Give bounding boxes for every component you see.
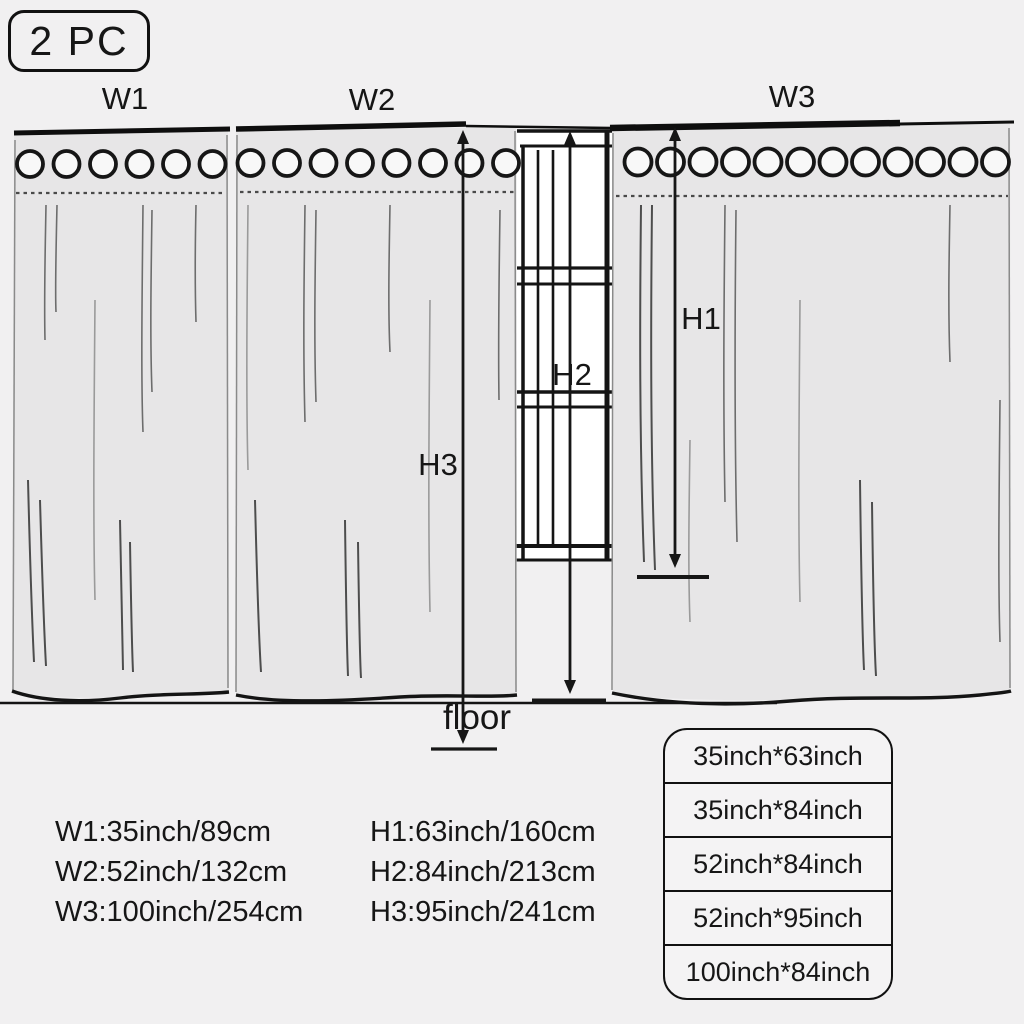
fold-lines [246,204,501,679]
fold-lines [27,204,197,673]
size-table-row: 35inch*84inch [665,782,891,836]
spec-w1: W1:35inch/89cm [55,816,271,848]
spec-w3: W3:100inch/254cm [55,896,304,928]
bottom-hem [235,693,518,703]
size-table-row: 35inch*63inch [693,740,863,771]
arrow-h2 [532,131,606,704]
height-label-h3: H3 [418,447,458,482]
height-specs: H1:63inch/160cm H2:84inch/213cm H3:95inc… [370,812,596,932]
size-table-row: 100inch*84inch [665,944,891,998]
floor-label: floor [442,698,512,737]
grommets [622,146,1011,178]
curtain-rod-bar [13,119,1015,136]
height-label-h1: H1 [681,301,721,336]
curtain-panel-w1 [11,131,230,703]
spec-h2: H2:84inch/213cm [370,856,596,888]
panel-label-w1: W1 [101,81,149,116]
curtain-panel-w3 [611,124,1012,706]
size-table: 35inch*63inch 35inch*84inch 52inch*84inc… [663,728,893,1000]
arrow-h3 [431,130,497,751]
bottom-hem [11,689,230,703]
window-frame [514,129,614,562]
fold-lines [639,204,1001,677]
spec-h1: H1:63inch/160cm [370,816,596,848]
curtain-panel-w2 [235,127,521,703]
height-label-h2: H2 [552,357,592,392]
panel-label-w2: W2 [348,82,396,117]
size-table-row: 52inch*84inch [665,836,891,890]
quantity-badge: 2 PC [8,10,150,72]
arrow-h1 [637,127,709,579]
spec-w2: W2:52inch/132cm [55,856,288,888]
size-table-row: 52inch*95inch [665,890,891,944]
grommets [15,149,228,179]
panel-label-w3: W3 [768,79,816,114]
spec-h3: H3:95inch/241cm [370,896,596,928]
width-specs: W1:35inch/89cm W2:52inch/132cm W3:100inc… [55,812,303,932]
bottom-hem [611,689,1012,706]
